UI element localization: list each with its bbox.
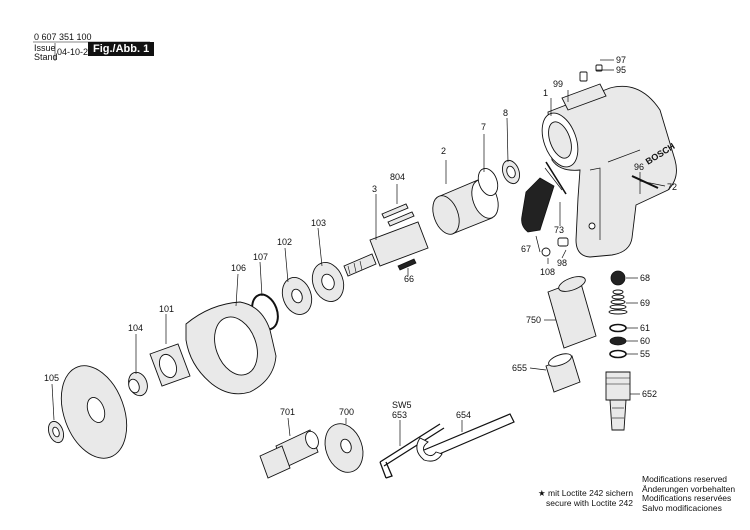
label-67: 67 — [521, 244, 531, 254]
pin-108 — [541, 247, 551, 257]
flange-700 — [324, 423, 364, 473]
label-72: 72 — [667, 182, 677, 192]
label-655: 655 — [512, 363, 527, 373]
label-7: 7 — [481, 122, 486, 132]
label-1: 1 — [543, 88, 548, 98]
modifications-fr: Modifications reservées — [642, 493, 732, 503]
hose-nipple-652 — [605, 371, 631, 431]
leader-lines — [51, 59, 666, 446]
loctite-note: ★ mit Loctite 242 sichern secure with Lo… — [538, 488, 634, 508]
ring-55 — [609, 349, 627, 359]
label-8: 8 — [503, 108, 508, 118]
fitting-655 — [545, 353, 581, 393]
nut-104 — [128, 371, 148, 397]
housing: BOSCH — [541, 85, 677, 258]
bearing-8 — [501, 159, 521, 185]
modifications-es: Salvo modificaciones — [642, 502, 722, 513]
label-69: 69 — [640, 298, 650, 308]
label-55: 55 — [640, 349, 650, 359]
label-750: 750 — [526, 315, 541, 325]
grinding-disc — [60, 365, 128, 459]
flange-105 — [47, 420, 65, 444]
label-3: 3 — [372, 184, 377, 194]
ring-61 — [609, 323, 627, 333]
label-106: 106 — [231, 263, 246, 273]
label-652: 652 — [642, 389, 657, 399]
label-73: 73 — [554, 225, 564, 235]
label-68: 68 — [640, 273, 650, 283]
label-701: 701 — [280, 407, 295, 417]
label-61: 61 — [640, 323, 650, 333]
loctite-note-en: secure with Loctite 242 — [546, 497, 633, 508]
label-60: 60 — [640, 336, 650, 346]
label-95: 95 — [616, 65, 626, 75]
label-66: 66 — [404, 274, 414, 284]
label-101: 101 — [159, 304, 174, 314]
label-105: 105 — [44, 373, 59, 383]
label-804: 804 — [390, 172, 405, 182]
label-sw5: SW5 — [392, 400, 412, 410]
guard-106 — [185, 301, 277, 395]
ring-60 — [609, 336, 627, 346]
trigger-lever-67 — [521, 161, 567, 233]
label-98: 98 — [557, 258, 567, 268]
modifications-notice: Modifications reserved Änderungen vorbeh… — [642, 474, 736, 513]
label-99: 99 — [553, 79, 563, 89]
spring-69 — [608, 289, 628, 315]
label-103: 103 — [311, 218, 326, 228]
end-plate-7 — [477, 168, 499, 196]
label-2: 2 — [441, 146, 446, 156]
issue-date: 04-10-29 — [57, 47, 94, 57]
loctite-note-de: mit Loctite 242 sichern — [548, 488, 634, 498]
vanes-804 — [381, 203, 415, 227]
nut-101 — [149, 343, 191, 387]
label-700: 700 — [339, 407, 354, 417]
label-108: 108 — [540, 267, 555, 277]
label-653: 653 — [392, 410, 407, 420]
label-107: 107 — [253, 252, 268, 262]
modifications-en: Modifications reserved — [642, 474, 728, 484]
issue-label: Issue — [34, 43, 56, 53]
spindle-701 — [259, 429, 319, 479]
bearing-102 — [281, 277, 313, 315]
label-104: 104 — [128, 323, 143, 333]
star-icon: ★ — [538, 488, 546, 498]
key-66 — [397, 258, 417, 271]
stand-label: Stand — [34, 52, 58, 62]
plate-99 — [561, 64, 607, 111]
label-654: 654 — [456, 410, 471, 420]
ball-68 — [610, 270, 626, 286]
wrench-654 — [416, 413, 515, 462]
label-97: 97 — [616, 55, 626, 65]
label-96: 96 — [634, 162, 644, 172]
part-number: 0 607 351 100 — [34, 32, 92, 42]
bearing-103 — [311, 262, 345, 302]
modifications-de: Änderungen vorbehalten — [642, 483, 736, 494]
rotor-3 — [343, 221, 429, 277]
screw-98 — [557, 237, 569, 247]
hex-key-653 — [379, 423, 445, 479]
silencer-750 — [547, 276, 597, 349]
label-102: 102 — [277, 237, 292, 247]
figure-label: Fig./Abb. 1 — [88, 42, 155, 56]
